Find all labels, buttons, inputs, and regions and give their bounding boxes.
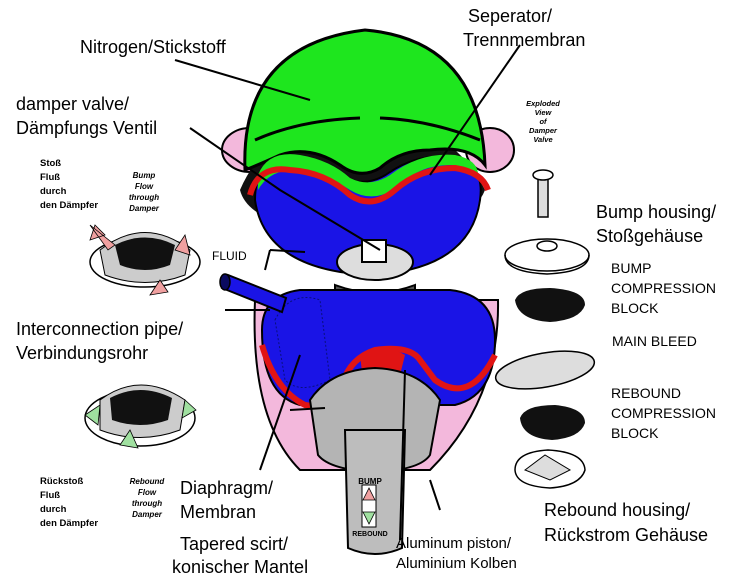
nitrogen-label: Nitrogen/Stickstoff: [80, 37, 227, 57]
rebound-flow-arrow-icon: [84, 404, 101, 426]
svg-text:BLOCK: BLOCK: [611, 300, 659, 316]
leader-diaphragm: [259, 354, 301, 471]
fluid-label: FLUID: [212, 249, 247, 263]
svg-text:den Dämpfer: den Dämpfer: [40, 518, 98, 529]
svg-text:View: View: [535, 108, 553, 117]
leader-damper-valve: [189, 127, 381, 251]
svg-text:Damper: Damper: [529, 126, 558, 135]
diaphragm-label-line1: Diaphragm/: [180, 478, 273, 498]
leader-lines: [174, 44, 521, 541]
rebound-housing-label-line2: Rückstrom Gehäuse: [544, 525, 708, 545]
piston-bump-label: BUMP: [358, 477, 382, 486]
rebound-compression-block-label: REBOUND COMPRESSION BLOCK: [611, 385, 716, 441]
svg-text:through: through: [129, 193, 159, 202]
main-bleed-plate: [494, 350, 596, 390]
svg-text:Flow: Flow: [138, 488, 157, 497]
exploded-view-label: Exploded View of Damper Valve: [526, 99, 560, 144]
bump-compression-block-label: BUMP COMPRESSION BLOCK: [611, 260, 716, 316]
bump-compression-block-part: [515, 288, 585, 322]
bump-flow-illustration: [89, 224, 201, 296]
svg-text:of: of: [539, 117, 548, 126]
leader-piston: [399, 369, 406, 541]
svg-text:Flow: Flow: [135, 182, 154, 191]
nitrogen-dome: [243, 28, 487, 175]
rebound-compression-block-part: [520, 405, 585, 440]
main-bleed-label: MAIN BLEED: [612, 333, 697, 349]
interconnection-pipe-label-line1: Interconnection pipe/: [16, 319, 183, 339]
aluminum-piston-label-line2: Aluminium Kolben: [396, 555, 517, 572]
aluminum-piston-label-line1: Aluminum piston/: [396, 535, 512, 552]
damper-valve-label-line1: damper valve/: [16, 94, 129, 114]
exploded-parts: [494, 169, 596, 489]
rebound-arrow-icon: [362, 511, 376, 525]
bump-flow-label: Bump Flow through Damper: [129, 171, 160, 213]
leader-separator: [429, 44, 521, 176]
separator-label-line2: Trennmembran: [463, 30, 585, 50]
svg-text:durch: durch: [40, 504, 67, 515]
svg-text:Valve: Valve: [533, 135, 552, 144]
svg-text:Rebound: Rebound: [130, 477, 166, 486]
labels: Nitrogen/Stickstoff Seperator/ Trennmemb…: [16, 6, 716, 577]
rebound-flow-illustration: [84, 384, 197, 449]
separator-label-line1: Seperator/: [468, 6, 552, 26]
tapered-skirt-label-line1: Tapered scirt/: [180, 534, 288, 554]
svg-text:BLOCK: BLOCK: [611, 425, 659, 441]
hydragas-unit: BUMP REBOUND: [219, 28, 515, 555]
diaphragm-label-line2: Membran: [180, 502, 256, 522]
svg-text:BUMP: BUMP: [611, 260, 651, 276]
valve-stem: [537, 174, 549, 218]
rebound-flow-label: Rebound Flow through Damper: [130, 477, 166, 519]
svg-text:Rückstoß: Rückstoß: [40, 476, 83, 487]
piston-rebound-label: REBOUND: [352, 531, 387, 538]
svg-text:Bump: Bump: [133, 171, 156, 180]
svg-text:Stoß: Stoß: [40, 158, 61, 169]
leader-fluid: [269, 249, 306, 253]
svg-text:through: through: [132, 499, 162, 508]
svg-text:COMPRESSION: COMPRESSION: [611, 280, 716, 296]
svg-text:den Dämpfer: den Dämpfer: [40, 200, 98, 211]
stoss-fluss-label: Stoß Fluß durch den Dämpfer: [40, 158, 98, 211]
svg-text:Fluß: Fluß: [40, 172, 60, 183]
separator-membrane: [247, 164, 491, 205]
svg-text:durch: durch: [40, 186, 67, 197]
rueckstoss-fluss-label: Rückstoß Fluß durch den Dämpfer: [40, 476, 98, 529]
diaphragm-membrane: [259, 344, 498, 410]
svg-text:COMPRESSION: COMPRESSION: [611, 405, 716, 421]
svg-text:Exploded: Exploded: [526, 99, 560, 108]
bump-housing-label-line1: Bump housing/: [596, 202, 716, 222]
svg-text:Fluß: Fluß: [40, 490, 60, 501]
damper-valve-label-line2: Dämpfungs Ventil: [16, 118, 157, 138]
bump-flow-arrow-icon: [89, 224, 116, 251]
interconnection-pipe-label-line2: Verbindungsrohr: [16, 343, 148, 363]
leader-nitrogen: [174, 59, 311, 101]
svg-text:Damper: Damper: [132, 510, 163, 519]
bump-housing-label-line2: Stoßgehäuse: [596, 226, 703, 246]
tapered-skirt-label-line2: konischer Mantel: [172, 557, 308, 577]
svg-text:Damper: Damper: [129, 204, 160, 213]
bump-arrow-icon: [362, 487, 376, 501]
svg-text:REBOUND: REBOUND: [611, 385, 681, 401]
rebound-housing-label-line1: Rebound housing/: [544, 500, 690, 520]
